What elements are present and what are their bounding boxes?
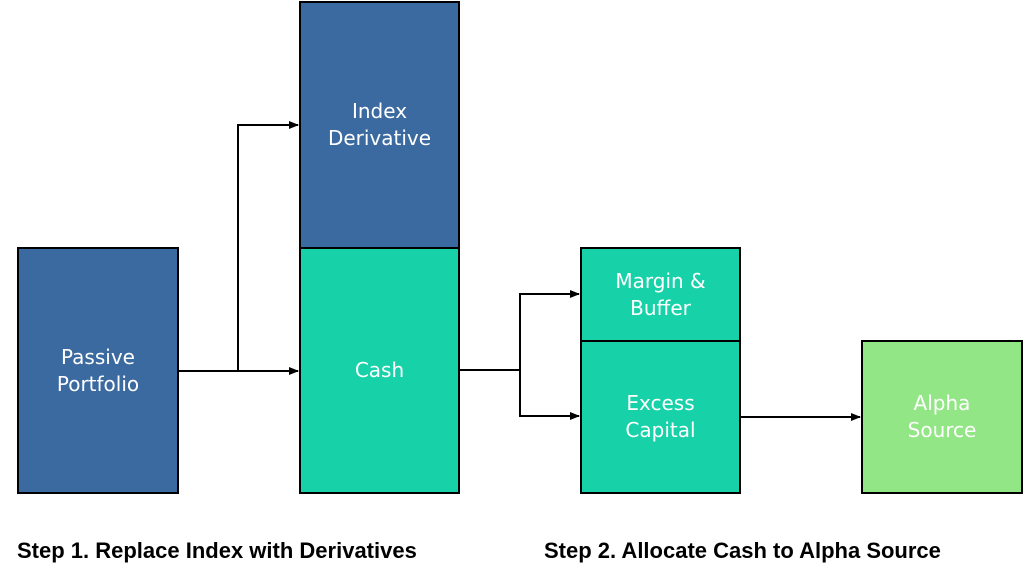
index-derivative-box: Index Derivative xyxy=(299,1,460,249)
excess-capital-box: Excess Capital xyxy=(580,340,741,494)
cash-box: Cash xyxy=(299,247,460,494)
passive-portfolio-box: Passive Portfolio xyxy=(17,247,179,494)
index-derivative-label: Index Derivative xyxy=(327,99,432,150)
alpha-source-label: Alpha Source xyxy=(907,391,977,442)
arrow-cash-to-margin xyxy=(460,290,580,371)
arrow-cash-to-excess xyxy=(519,370,580,420)
margin-buffer-box: Margin & Buffer xyxy=(580,247,741,342)
passive-portfolio-label: Passive Portfolio xyxy=(56,344,140,396)
excess-capital-label: Excess Capital xyxy=(625,391,696,442)
margin-buffer-label: Margin & Buffer xyxy=(615,268,706,320)
alpha-source-box: Alpha Source xyxy=(861,340,1023,494)
step1-caption: Step 1. Replace Index with Derivatives xyxy=(17,538,417,563)
arrow-passive-to-derivative xyxy=(237,121,299,371)
cash-label: Cash xyxy=(354,358,405,382)
step2-caption: Step 2. Allocate Cash to Alpha Source xyxy=(544,538,941,563)
